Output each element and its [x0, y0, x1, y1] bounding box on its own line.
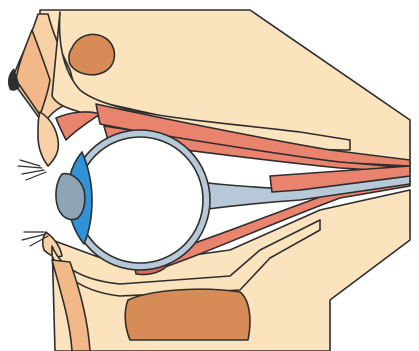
upper-eyelid-muscle: [56, 112, 100, 140]
eyelash-icon: [18, 160, 48, 246]
maxillary-sinus: [125, 289, 250, 340]
eyelid-icon: [38, 112, 58, 166]
